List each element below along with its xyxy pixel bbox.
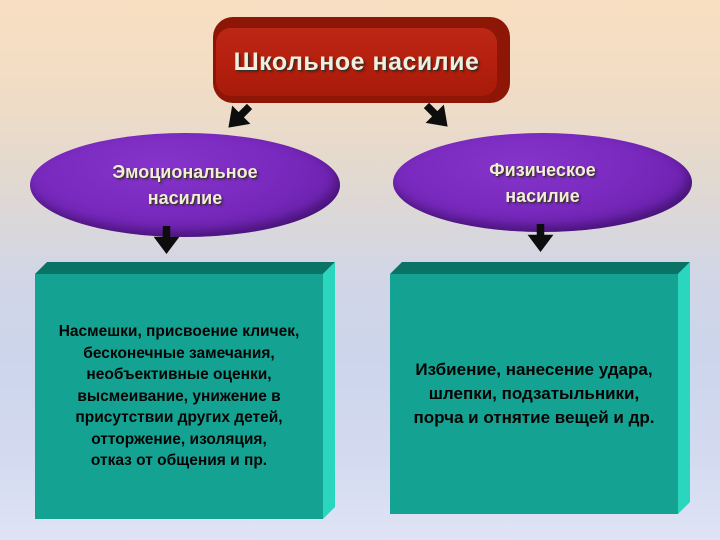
down-left-arrow-icon <box>219 97 259 137</box>
down-arrow-icon <box>527 224 554 252</box>
description-box-physical: Избиение, нанесение удара, шлепки, подза… <box>390 262 690 514</box>
down-arrow-icon <box>153 226 180 254</box>
description-physical-text: Избиение, нанесение удара, шлепки, подза… <box>413 360 655 427</box>
title-face: Школьное насилие <box>216 28 497 96</box>
description-box-emotional: Насмешки, присвоение кличек, бесконечные… <box>35 262 335 519</box>
down-right-arrow-icon <box>417 96 457 136</box>
box-side-bevel <box>323 262 335 519</box>
box-face: Избиение, нанесение удара, шлепки, подза… <box>390 274 678 514</box>
title-label: Школьное насилие <box>233 47 480 76</box>
box-top-bevel <box>35 262 335 274</box>
box-top-bevel <box>390 262 690 274</box>
box-face: Насмешки, присвоение кличек, бесконечные… <box>35 274 323 519</box>
ellipse-emotional-label: Эмоциональное насилие <box>112 162 258 208</box>
ellipse-emotional: Эмоциональное насилие <box>30 133 340 237</box>
ellipse-physical-label: Физическое насилие <box>489 159 596 206</box>
box-side-bevel <box>678 262 690 514</box>
title-box: Школьное насилие <box>213 17 510 103</box>
description-emotional-text: Насмешки, присвоение кличек, бесконечные… <box>58 323 300 470</box>
ellipse-physical: Физическое насилие <box>393 133 692 232</box>
